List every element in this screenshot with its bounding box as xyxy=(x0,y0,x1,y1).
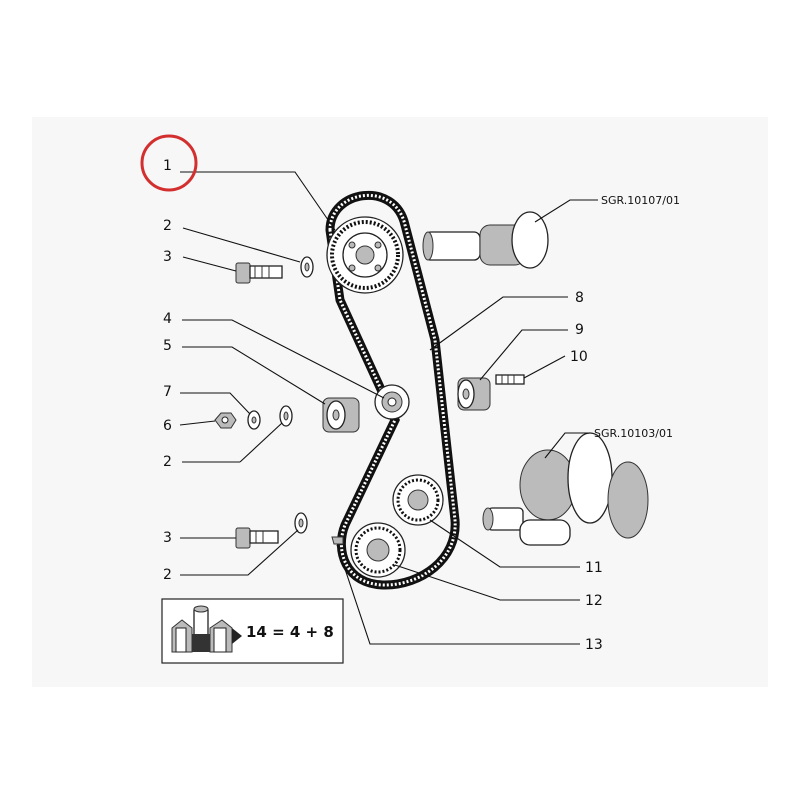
callout-2a: 2 xyxy=(163,218,172,234)
washer-upper xyxy=(300,256,314,278)
callout-8: 8 xyxy=(575,290,584,306)
callout-7: 7 xyxy=(163,384,172,400)
callout-13: 13 xyxy=(585,637,603,653)
woodruff-key xyxy=(331,536,344,545)
leader-lines xyxy=(179,171,598,645)
callout-labels: 1 2 3 4 5 7 6 2 3 2 8 9 10 11 12 13 xyxy=(163,158,603,653)
kit-formula: 14 = 4 + 8 xyxy=(246,623,334,641)
camshaft-sketch xyxy=(422,211,549,269)
stud xyxy=(495,374,525,385)
intermediate-pulley xyxy=(392,474,444,526)
camshaft-pulley xyxy=(326,216,404,294)
camshaft-reference: SGR.10107/01 xyxy=(601,194,680,207)
bush xyxy=(457,377,491,411)
washer-middle xyxy=(279,405,293,427)
callout-3a: 3 xyxy=(163,249,172,265)
callout-9: 9 xyxy=(575,322,584,338)
callout-12: 12 xyxy=(585,593,603,609)
callout-5: 5 xyxy=(163,338,172,354)
callout-2b: 2 xyxy=(163,454,172,470)
crankshaft-reference: SGR.10103/01 xyxy=(594,427,673,440)
kit-box-icon xyxy=(171,605,242,653)
nut xyxy=(214,412,237,429)
callout-2c: 2 xyxy=(163,567,172,583)
washer-lower xyxy=(294,512,308,534)
callout-3b: 3 xyxy=(163,530,172,546)
crankshaft-sketch xyxy=(482,432,649,546)
timing-belt xyxy=(325,190,460,590)
spacer-bush xyxy=(322,397,360,433)
bolt-lower xyxy=(235,527,279,549)
callout-10: 10 xyxy=(570,349,588,365)
crankshaft-pulley xyxy=(350,522,406,578)
tensioner-pulley xyxy=(374,384,410,420)
callout-11: 11 xyxy=(585,560,603,576)
washer-small xyxy=(247,410,261,430)
callout-4: 4 xyxy=(163,311,172,327)
bolt-upper xyxy=(235,262,283,284)
highlight-circle xyxy=(140,134,198,192)
callout-1: 1 xyxy=(163,158,172,174)
kit-box: 14 = 4 + 8 xyxy=(161,598,344,664)
callout-6: 6 xyxy=(163,418,172,434)
